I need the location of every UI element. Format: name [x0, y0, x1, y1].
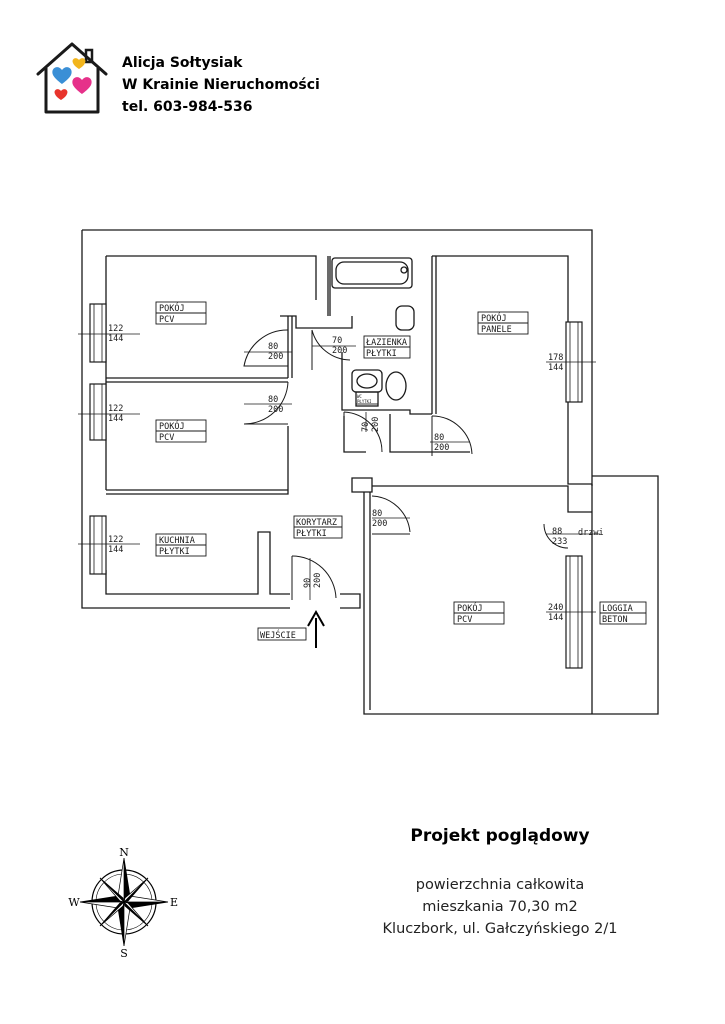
- window-5-width: 240: [548, 603, 563, 613]
- room-floor-pokoj-1: PCV: [159, 315, 174, 325]
- window-2-width: 122: [108, 404, 123, 414]
- door-2-width: 80: [268, 395, 278, 405]
- door-6-height: 200: [372, 519, 387, 529]
- caption-details: powierzchnia całkowita mieszkania 70,30 …: [360, 874, 640, 940]
- room-name-wc: WC: [357, 394, 362, 399]
- door-8-height: 233: [552, 537, 567, 547]
- caption-line-1: powierzchnia całkowita: [415, 877, 585, 893]
- company-name: W Krainie Nieruchomości: [122, 77, 320, 93]
- compass-rose-icon: N S E W: [68, 848, 178, 958]
- window-5-height: 144: [548, 613, 563, 623]
- room-floor-wc: PŁYTKI: [357, 399, 372, 404]
- agent-name: Alicja Sołtysiak: [122, 55, 243, 71]
- window-1-height: 144: [108, 334, 123, 344]
- window-3-height: 144: [108, 545, 123, 555]
- door-3-height: 200: [332, 346, 347, 356]
- window-1-width: 122: [108, 324, 123, 334]
- phone-number: tel. 603-984-536: [122, 99, 253, 115]
- room-name-pokoj-2: POKÓJ: [159, 420, 185, 432]
- header: Alicja Sołtysiak W Krainie Nieruchomości…: [32, 40, 372, 120]
- room-floor-pokoj-4: PCV: [457, 615, 472, 625]
- door-5-height: 200: [434, 443, 449, 453]
- entrance-label: WEJŚCIE: [260, 629, 296, 641]
- door-5-width: 80: [434, 433, 444, 443]
- room-name-kuchnia: KUCHNIA: [159, 536, 195, 546]
- room-name-pokoj-1: POKÓJ: [159, 302, 185, 314]
- compass-west: W: [68, 896, 80, 909]
- room-floor-korytarz: PŁYTKI: [296, 529, 327, 539]
- caption-line-2: mieszkania 70,30 m2: [422, 899, 578, 915]
- room-name-pokoj-3: POKÓJ: [481, 312, 507, 324]
- caption-title: Projekt poglądowy: [410, 826, 590, 846]
- room-name-korytarz: KORYTARZ: [296, 518, 337, 528]
- door-4-height: 200: [371, 417, 381, 432]
- door-1-height: 200: [268, 352, 283, 362]
- room-name-lazienka: ŁAZIENKA: [365, 338, 407, 348]
- compass-south: S: [120, 947, 128, 958]
- door-1-width: 80: [268, 342, 278, 352]
- door-8-width: 88: [552, 527, 562, 537]
- door-4-width: 70: [361, 422, 371, 432]
- door-7-height: 200: [313, 573, 323, 588]
- house-hearts-icon: [36, 42, 108, 114]
- room-floor-kuchnia: PŁYTKI: [159, 547, 190, 557]
- room-floor-lazienka: PŁYTKI: [366, 349, 397, 359]
- window-4-height: 144: [548, 363, 563, 373]
- room-name-loggia: LOGGIA: [602, 604, 633, 614]
- door-6-width: 80: [372, 509, 382, 519]
- room-floor-loggia: BETON: [602, 615, 628, 625]
- door-8-note: drzwi: [578, 528, 604, 538]
- window-3-width: 122: [108, 535, 123, 545]
- plan-caption: Projekt poglądowy powierzchnia całkowita…: [360, 826, 640, 940]
- compass-east: E: [170, 896, 178, 909]
- room-name-pokoj-4: POKÓJ: [457, 602, 483, 614]
- room-floor-pokoj-3: PANELE: [481, 325, 512, 335]
- door-2-height: 200: [268, 405, 283, 415]
- window-2-height: 144: [108, 414, 123, 424]
- caption-line-3: Kluczbork, ul. Gałczyńskiego 2/1: [382, 921, 618, 937]
- door-7-width: 90: [303, 578, 313, 588]
- room-floor-pokoj-2: PCV: [159, 433, 174, 443]
- window-4-width: 178: [548, 353, 563, 363]
- compass-north: N: [119, 848, 129, 859]
- door-3-width: 70: [332, 336, 342, 346]
- agent-contact: Alicja Sołtysiak W Krainie Nieruchomości…: [122, 52, 320, 118]
